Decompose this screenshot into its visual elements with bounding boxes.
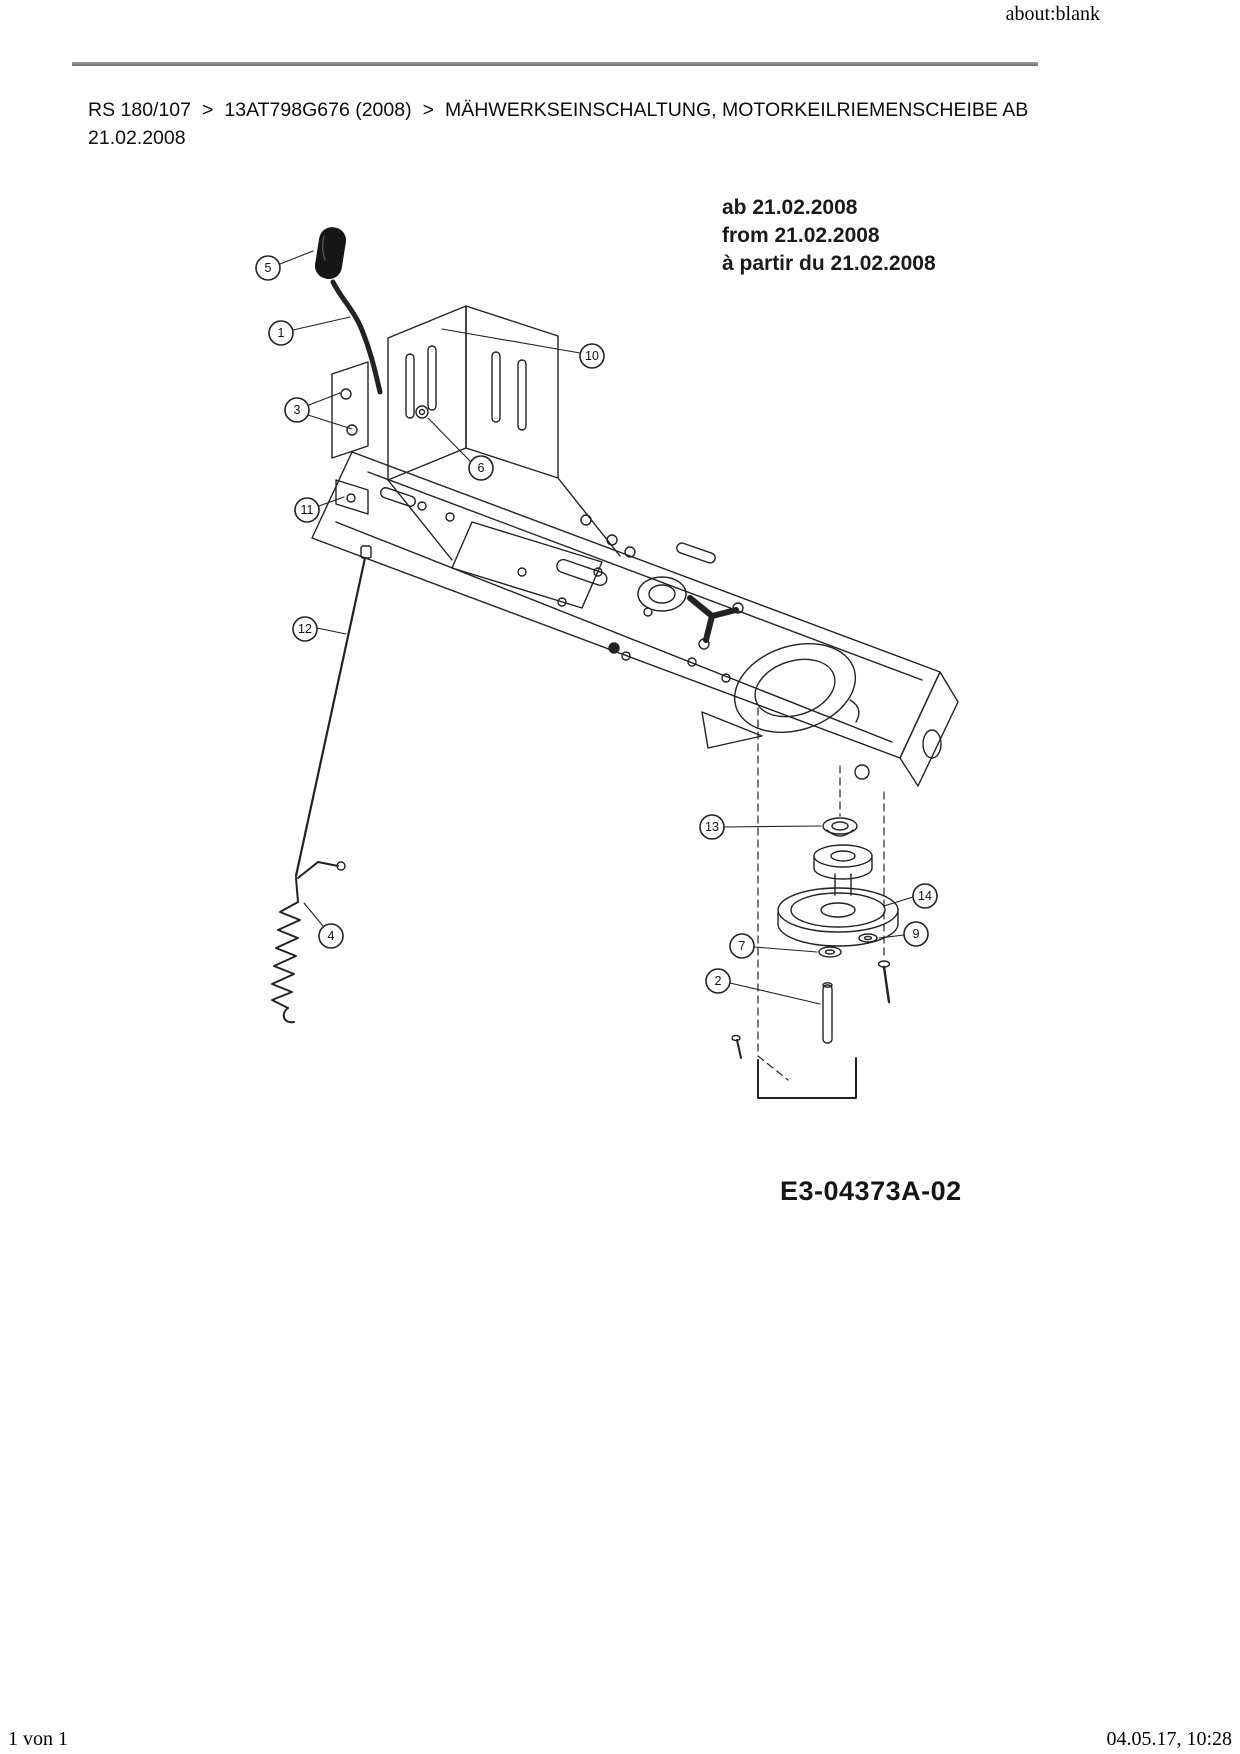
callout-13: 13 xyxy=(699,814,725,840)
callout-3: 3 xyxy=(284,397,310,423)
breadcrumb-separator: > xyxy=(202,99,214,121)
svg-text:6: 6 xyxy=(478,461,485,475)
callout-14: 14 xyxy=(912,883,938,909)
breadcrumb-assembly: MÄHWERKSEINSCHALTUNG, MOTORKEILRIEMENSCH… xyxy=(88,99,1029,150)
breadcrumb-article: 13AT798G676 (2008) xyxy=(224,99,412,121)
breadcrumb: RS 180/107 >13AT798G676 (2008) >MÄHWERKSEI… xyxy=(88,96,1033,153)
callout-5: 5 xyxy=(255,255,281,281)
callout-1: 1 xyxy=(268,320,294,346)
svg-text:11: 11 xyxy=(301,503,314,517)
diagram-part-id: E3-04373A-02 xyxy=(780,1176,962,1206)
svg-text:2: 2 xyxy=(715,974,722,988)
validity-line-en: from 21.02.2008 xyxy=(722,224,880,247)
callout-10: 10 xyxy=(579,343,605,369)
svg-text:7: 7 xyxy=(739,939,746,953)
page-count: 1 von 1 xyxy=(8,1728,68,1750)
callout-6: 6 xyxy=(468,455,494,481)
svg-text:13: 13 xyxy=(705,820,719,834)
mount-tower xyxy=(331,305,559,515)
validity-line-fr: à partir du 21.02.2008 xyxy=(722,252,936,275)
svg-text:14: 14 xyxy=(918,889,932,903)
print-timestamp: 04.05.17, 10:28 xyxy=(1106,1728,1232,1750)
callout-12: 12 xyxy=(292,616,318,642)
svg-text:5: 5 xyxy=(265,261,272,275)
callout-9: 9 xyxy=(903,921,929,947)
alignment-dashed-lines xyxy=(757,707,885,1081)
callouts: 5 1 10 3 6 11 12 4 xyxy=(255,255,938,994)
breadcrumb-model: RS 180/107 xyxy=(88,99,191,121)
callout-4: 4 xyxy=(318,923,344,949)
svg-text:1: 1 xyxy=(278,326,285,340)
svg-text:12: 12 xyxy=(298,622,312,636)
engagement-rod-and-spring xyxy=(271,545,372,1024)
page-header-url: about:blank xyxy=(1005,3,1100,25)
svg-text:10: 10 xyxy=(585,349,599,363)
validity-line-de: ab 21.02.2008 xyxy=(722,196,858,219)
callout-2: 2 xyxy=(705,968,731,994)
engine-pulley-assembly xyxy=(731,817,899,1099)
header-rule xyxy=(72,62,1038,66)
svg-text:9: 9 xyxy=(913,927,920,941)
breadcrumb-separator: > xyxy=(422,99,434,121)
svg-text:3: 3 xyxy=(294,403,301,417)
callout-leader-lines xyxy=(279,250,914,1005)
svg-text:4: 4 xyxy=(328,929,335,943)
callout-7: 7 xyxy=(729,933,755,959)
shift-lever xyxy=(314,227,383,395)
validity-annotation: ab 21.02.2008 from 21.02.2008 à partir d… xyxy=(722,194,936,278)
callout-11: 11 xyxy=(294,497,320,523)
chassis-frame xyxy=(311,451,959,787)
